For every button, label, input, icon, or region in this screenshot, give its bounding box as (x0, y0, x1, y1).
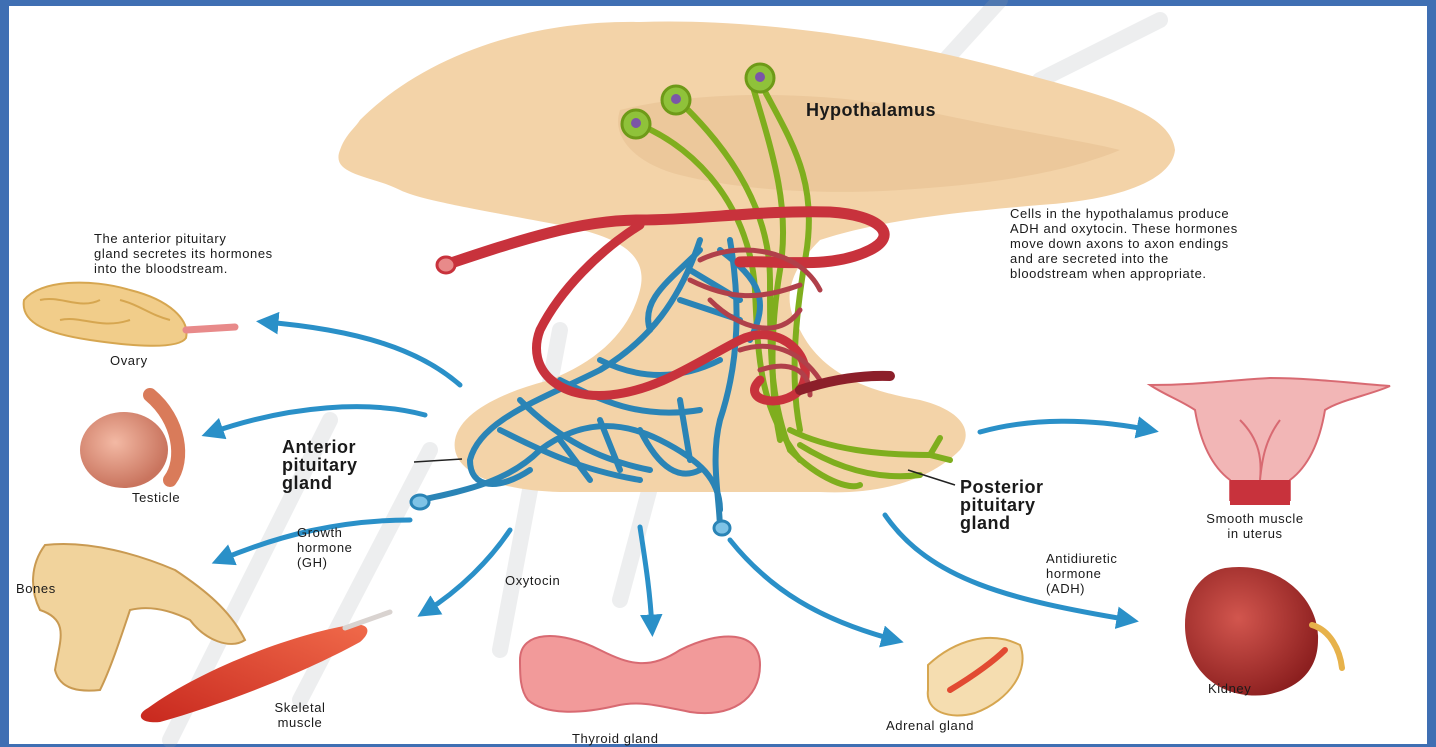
adrenal-gland-illustration (928, 638, 1023, 716)
testicle-label: Testicle (132, 490, 180, 505)
hypothalamus-label: Hypothalamus (806, 101, 936, 119)
adh-label: Antidiuretic hormone (ADH) (1046, 551, 1118, 596)
skeletal-muscle-label: Skeletal muscle (260, 700, 340, 730)
oxytocin-label: Oxytocin (505, 573, 560, 588)
anterior-pituitary-label: Anterior pituitary gland (282, 438, 358, 492)
vein-ends (411, 495, 730, 535)
uterus-illustration (1150, 378, 1390, 505)
uterus-label: Smooth muscle in uterus (1160, 511, 1350, 541)
adrenal-label: Adrenal gland (886, 718, 974, 733)
kidney-label: Kidney (1208, 681, 1251, 696)
hypothalamus-cells-note: Cells in the hypothalamus produce ADH an… (1010, 206, 1238, 281)
posterior-pituitary-label: Posterior pituitary gland (960, 478, 1044, 532)
thyroid-illustration (520, 636, 760, 713)
anterior-secretion-note: The anterior pituitary gland secretes it… (94, 231, 273, 276)
testicle-illustration (80, 395, 178, 488)
ovary-illustration (24, 283, 235, 346)
growth-hormone-label: Growth hormone (GH) (297, 525, 353, 570)
thyroid-label: Thyroid gland (572, 731, 659, 746)
artery-end (437, 257, 455, 273)
kidney-illustration (1185, 567, 1342, 696)
ovary-label: Ovary (110, 353, 148, 368)
bones-label: Bones (16, 581, 56, 596)
